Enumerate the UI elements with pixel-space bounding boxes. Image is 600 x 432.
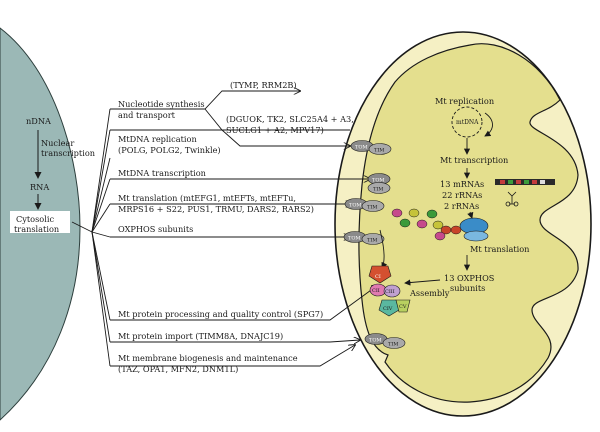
- transporter-pair-2: TOM TIM: [367, 173, 391, 194]
- nuclear-transcription-label-1: Nuclear: [41, 138, 74, 148]
- transporter-pair-5: TOM TIM: [364, 333, 406, 349]
- tom-label-5: TOM: [369, 338, 382, 344]
- svg-text:CI: CI: [375, 274, 381, 280]
- translation-line-2: MRPS16 + S22, PUS1, TRMU, DARS2, RARS2): [118, 204, 314, 214]
- rrnas-22-label: 22 rRNAs: [442, 190, 482, 200]
- transporter-pair-3: TOM TIM: [344, 198, 385, 212]
- complex-cii: CII: [369, 283, 387, 297]
- nucleotide-title-2: and transport: [118, 110, 176, 120]
- cytosolic-translation-label-2: translation: [14, 224, 60, 234]
- oxphos-title: OXPHOS subunits: [118, 224, 193, 234]
- imported-proteins-icon: [391, 208, 462, 241]
- oxphos-subunits-label-1: 13 OXPHOS: [444, 273, 495, 283]
- replication-title: MtDNA replication: [118, 134, 197, 144]
- tim-label-5: TIM: [388, 342, 398, 348]
- transporter-pair-4: TOM TIM: [343, 231, 385, 245]
- tim-label-3: TIM: [367, 205, 377, 211]
- processing-title: Mt protein processing and quality contro…: [118, 309, 323, 319]
- nucleotide-genes-a: (TYMP, RRM2B): [230, 80, 297, 90]
- nuclear-transcription-label-2: transcription: [41, 148, 96, 158]
- svg-text:CV: CV: [399, 304, 407, 310]
- nucleotide-title-1: Nucleotide synthesis: [118, 99, 205, 109]
- mtdna-circle: [451, 106, 483, 138]
- svg-text:CIV: CIV: [383, 306, 393, 312]
- oxphos-subunits-label-2: subunits: [450, 283, 485, 293]
- nucleotide-genes-b-2: SUCLG1 + A2, MPV17): [226, 125, 324, 135]
- membrane-genes: (TAZ, OPA1, MFN2, DNM1L): [118, 364, 238, 374]
- complex-ci: CI: [368, 265, 392, 284]
- tim-label-4: TIM: [367, 238, 377, 244]
- complex-civ: CIV: [378, 299, 400, 317]
- svg-text:CIII: CIII: [385, 289, 395, 295]
- trna-icon: [505, 191, 519, 207]
- cytosolic-translation-bg: [10, 211, 70, 233]
- tom-label-4: TOM: [348, 236, 361, 242]
- mt-replication-label: Mt replication: [435, 96, 495, 106]
- tim-label-1: TIM: [374, 148, 384, 154]
- tom-label-1: TOM: [355, 145, 368, 151]
- complex-ciii: CIII: [383, 284, 401, 298]
- ndna-label: nDNA: [26, 116, 51, 126]
- rna-label: RNA: [30, 182, 49, 192]
- transporter-pair-1: TOM TIM: [350, 140, 392, 155]
- replication-genes: (POLG, POLG2, Twinkle): [118, 145, 221, 155]
- assembly-label: Assembly: [409, 288, 450, 298]
- mt-translation-label: Mt translation: [470, 244, 530, 254]
- svg-text:CII: CII: [372, 288, 380, 294]
- complex-cv: CV: [395, 299, 411, 313]
- membrane-title: Mt membrane biogenesis and maintenance: [118, 353, 298, 363]
- import-title: Mt protein import (TIMM8A, DNAJC19): [118, 331, 283, 341]
- tom-label-2: TOM: [372, 178, 385, 184]
- tom-label-3: TOM: [349, 203, 362, 209]
- mt-transcription-label: Mt transcription: [440, 155, 509, 165]
- mrna-strip-icon: [495, 179, 555, 185]
- cytosolic-translation-label-1: Cytosolic: [16, 214, 54, 224]
- mrnas-label: 13 mRNAs: [440, 179, 484, 189]
- tim-label-2: TIM: [373, 187, 383, 193]
- ribosome-icon: [459, 217, 489, 242]
- translation-line-1: Mt translation (mtEFG1, mtEFTs, mtEFTu,: [118, 193, 296, 203]
- nucleotide-genes-b-1: (DGUOK, TK2, SLC25A4 + A3,: [226, 114, 354, 124]
- mtdna-label: mtDNA: [456, 119, 479, 126]
- rrnas-2-label: 2 rRNAs: [444, 201, 479, 211]
- transcription-title: MtDNA transcription: [118, 168, 207, 178]
